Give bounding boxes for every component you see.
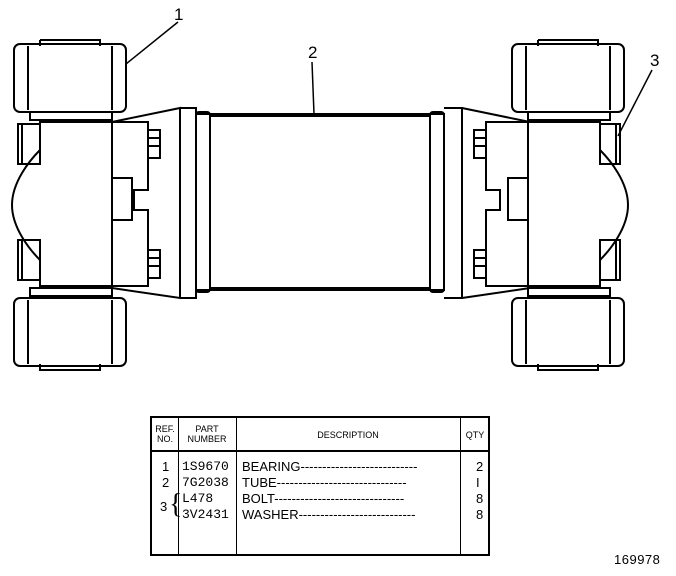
tube <box>196 112 444 292</box>
header-ref: REF. NO. <box>152 418 178 452</box>
header-ref-label: REF. NO. <box>155 424 175 444</box>
row-qty: I <box>476 475 480 490</box>
row-qty: 8 <box>476 507 484 522</box>
callout-1: 1 <box>174 5 184 24</box>
callout-2: 2 <box>308 43 318 62</box>
column-divider <box>460 418 461 554</box>
group-brace: { <box>169 489 183 520</box>
header-description-label: DESCRIPTION <box>317 430 379 440</box>
header-part: PART NUMBER <box>178 418 236 452</box>
row-description: BOLT------------------------------ <box>242 491 405 506</box>
row-description: BEARING--------------------------- <box>242 459 418 474</box>
header-part-line2: NUMBER <box>187 434 227 444</box>
row-part-number: 3V2431 <box>182 507 229 522</box>
row-part-number: 7G2038 <box>182 475 229 490</box>
header-qty-label: QTY <box>465 430 485 440</box>
assembly-drawing <box>0 0 676 400</box>
row-part-number: 1S9670 <box>182 459 229 474</box>
parts-table: REF. NO. PART NUMBER DESCRIPTION QTY 1 1… <box>150 416 490 556</box>
header-part-line1: PART <box>195 424 219 434</box>
right-lower-bearing-cap <box>512 288 624 370</box>
callout-3: 3 <box>650 51 660 70</box>
row-description: TUBE------------------------------ <box>242 475 407 490</box>
drawing-number: 169978 <box>614 552 661 567</box>
right-flange <box>444 108 530 298</box>
row-qty: 8 <box>476 491 484 506</box>
header-qty: QTY <box>460 418 490 452</box>
right-yoke <box>474 122 628 286</box>
row-ref: 2 <box>162 475 170 490</box>
leader-lines <box>126 22 652 136</box>
right-upper-bearing-cap <box>512 40 624 120</box>
left-upper-bearing-cap <box>14 40 126 120</box>
left-flange <box>112 108 196 298</box>
row-ref: 1 <box>162 459 170 474</box>
left-yoke <box>12 122 160 286</box>
column-divider <box>178 418 179 554</box>
row-part-number: L478 <box>182 491 214 506</box>
group-ref: 3 <box>160 499 168 514</box>
column-divider <box>236 418 237 554</box>
left-lower-bearing-cap <box>14 288 126 370</box>
row-qty: 2 <box>476 459 484 474</box>
header-description: DESCRIPTION <box>236 418 460 452</box>
row-description: WASHER--------------------------- <box>242 507 416 522</box>
